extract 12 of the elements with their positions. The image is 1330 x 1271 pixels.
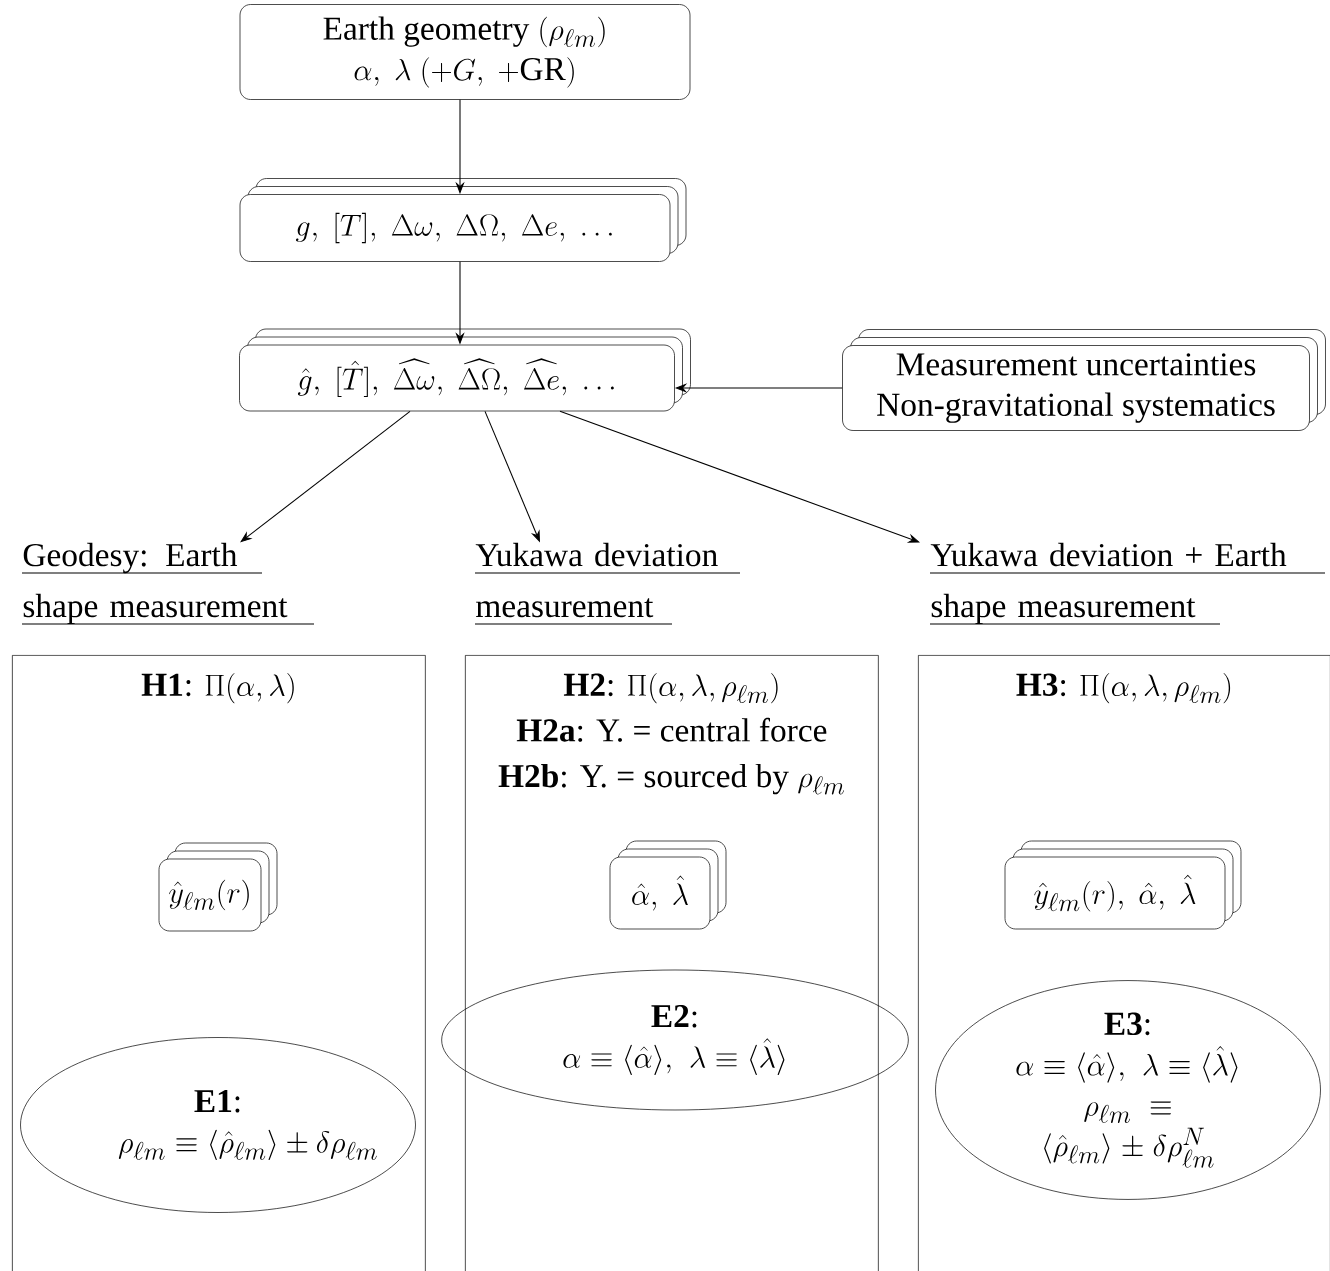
stacked-box: $\hat{\alpha},\ \hat{\lambda}$ <box>609 840 727 930</box>
process-box: $\text{Earth geometry }(\rho_{\ell m})$ $\alpha,\ \lambda\ (+G,\ +\mathrm{GR})$ <box>239 4 691 100</box>
stacked-box: $\hat{y}_{\ell m}(r)$ <box>158 842 278 932</box>
stacked-box: Measurement uncertainties Non-gravitational systematics <box>842 329 1326 431</box>
stacked-box: $\hat{g},\ [\hat{T}],\ \widehat{\Delta\omega},\ \widehat{\Delta\Omega},\ \widehat{\Delta e},\ \ldots$ <box>239 328 691 412</box>
underlined-heading: Yukawa deviation + Earth shape measurement <box>929 542 1326 625</box>
arrow <box>240 410 411 543</box>
stacked-box: $\hat{y}_{\ell m}(r),\ \hat{\alpha},\ \hat{\lambda}$ <box>1004 840 1242 930</box>
underlined-heading: Yukawa deviation measurement <box>474 542 741 625</box>
stacked-box: $g,\ [T],\ \Delta\omega,\ \Delta\Omega,\ \Delta e,\ \ldots$ <box>239 178 687 262</box>
arrow <box>559 410 920 543</box>
underlined-heading: Geodesy: Earth shape measurement <box>21 542 315 625</box>
